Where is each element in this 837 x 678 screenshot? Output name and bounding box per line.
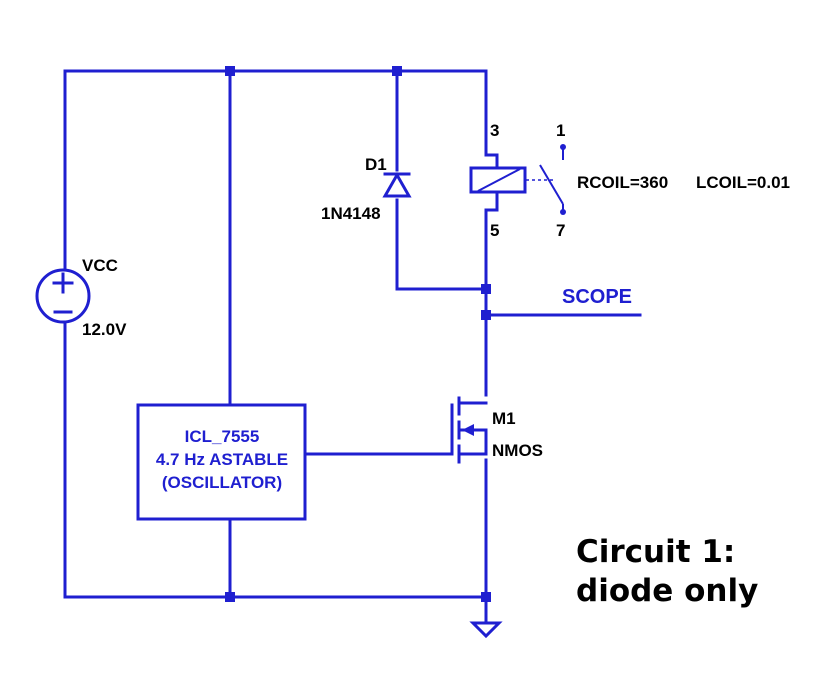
junction-node	[481, 284, 491, 294]
oscillator-line3: (OSCILLATOR)	[162, 473, 282, 492]
switch-top-terminal	[560, 144, 566, 150]
scope-label: SCOPE	[562, 286, 632, 308]
caption-line2: diode only	[576, 573, 758, 609]
switch-pin7-label: 7	[556, 221, 565, 240]
oscillator-box	[136, 403, 307, 521]
junction-node	[481, 310, 491, 320]
switch-pin1-label: 1	[556, 121, 565, 140]
vcc-value-label: 12.0V	[82, 320, 127, 339]
voltage-source-symbol	[35, 268, 91, 324]
junction-node	[481, 592, 491, 602]
relay-pin5-label: 5	[490, 221, 499, 240]
oscillator-line2: 4.7 Hz ASTABLE	[156, 450, 288, 469]
junction-node	[225, 592, 235, 602]
source-circle	[35, 268, 91, 324]
body-arrow	[462, 424, 474, 436]
relay-pin3-label: 3	[490, 121, 499, 140]
lcoil-label: LCOIL=0.01	[696, 173, 790, 192]
ground-symbol	[469, 621, 503, 639]
diode-symbol	[382, 171, 412, 198]
oscillator-block: ICL_7555 4.7 Hz ASTABLE (OSCILLATOR)	[136, 403, 307, 521]
relay-symbol	[469, 144, 566, 215]
switch-bottom-terminal	[560, 209, 566, 215]
mosfet-ref-label: M1	[492, 409, 516, 428]
rcoil-label: RCOIL=360	[577, 173, 668, 192]
junction-node	[225, 66, 235, 76]
nmos-symbol	[450, 396, 488, 464]
diode-ref-label: D1	[365, 155, 387, 174]
diode-part-label: 1N4148	[321, 204, 381, 223]
oscillator-line1: ICL_7555	[185, 427, 260, 446]
switch-blade	[539, 164, 564, 205]
relay-coil-slash	[477, 168, 521, 192]
wires	[63, 69, 642, 622]
junction-node	[392, 66, 402, 76]
mosfet-type-label: NMOS	[492, 441, 543, 460]
relay-coil-box	[469, 166, 527, 194]
diode-triangle	[382, 171, 412, 198]
vcc-label: VCC	[82, 256, 118, 275]
junctions	[225, 66, 491, 602]
caption-line1: Circuit 1:	[576, 534, 735, 570]
